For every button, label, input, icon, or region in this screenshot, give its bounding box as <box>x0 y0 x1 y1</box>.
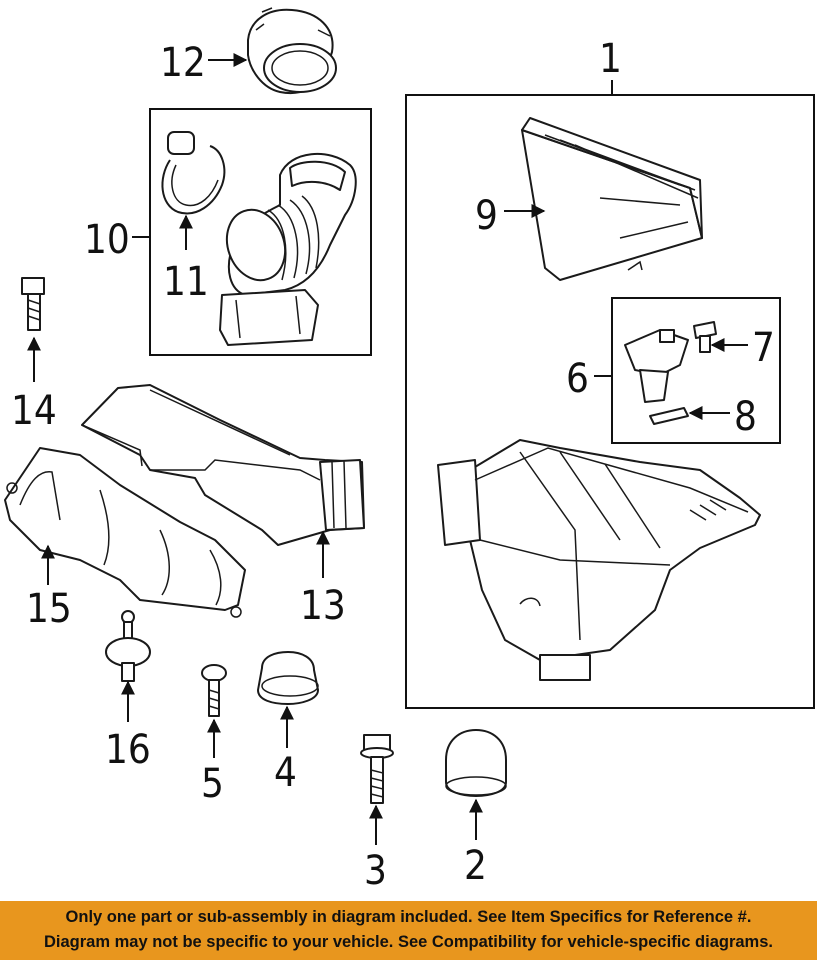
callout-9: 9 <box>475 193 498 239</box>
bolt-3[interactable] <box>360 734 394 804</box>
disclaimer-line-2: Diagram may not be specific to your vehi… <box>44 933 773 951</box>
bolt-5[interactable] <box>201 664 227 717</box>
insulator-4[interactable] <box>257 651 319 705</box>
callout-3: 3 <box>364 848 387 894</box>
push-clip-16[interactable] <box>105 610 151 682</box>
assembly-box-10 <box>149 108 372 356</box>
air-filter-element-9[interactable] <box>521 117 703 281</box>
callout-4: 4 <box>274 750 297 796</box>
callout-14: 14 <box>11 388 57 434</box>
disclaimer-line-1: Only one part or sub-assembly in diagram… <box>65 908 752 926</box>
callout-12: 12 <box>160 40 206 86</box>
callout-2: 2 <box>464 843 487 889</box>
assembly-box-6 <box>611 297 781 444</box>
callout-1: 1 <box>599 36 622 82</box>
screw-7[interactable] <box>693 321 717 353</box>
callout-15: 15 <box>26 586 72 632</box>
callout-8: 8 <box>734 394 757 440</box>
callout-11: 11 <box>163 259 209 305</box>
callout-5: 5 <box>201 761 224 807</box>
air-intake-parts-diagram: 1 12 10 11 9 6 7 8 14 13 15 16 5 4 3 2 <box>4 7 815 894</box>
intake-boot-12[interactable] <box>247 7 337 94</box>
assembly-box-1 <box>405 94 815 709</box>
gasket-8[interactable] <box>649 407 689 425</box>
callout-13: 13 <box>300 583 346 629</box>
disclaimer-banner: Only one part or sub-assembly in diagram… <box>0 901 817 960</box>
callout-16: 16 <box>105 727 151 773</box>
intake-duct-13[interactable] <box>81 384 365 546</box>
air-duct-hose-10[interactable] <box>217 152 357 346</box>
air-flow-meter-6[interactable] <box>624 329 689 403</box>
air-cleaner-housing-1[interactable] <box>437 439 761 681</box>
callout-10: 10 <box>84 217 130 263</box>
hose-clamp-11[interactable] <box>161 131 226 215</box>
callout-7: 7 <box>752 325 775 371</box>
grommet-2[interactable] <box>445 729 507 797</box>
callout-6: 6 <box>566 356 589 402</box>
bolt-14[interactable] <box>21 277 45 331</box>
